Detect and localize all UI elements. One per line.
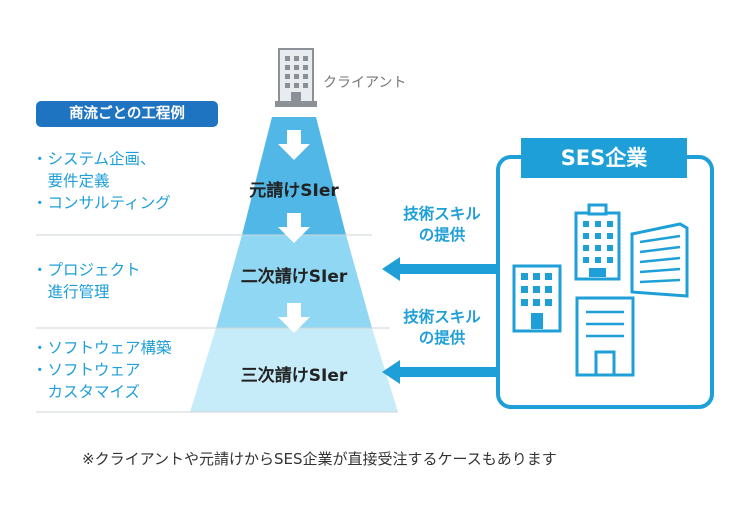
tier-label-1: 元請けSIer bbox=[249, 181, 339, 201]
tier3-band bbox=[190, 328, 398, 412]
buildings-icon bbox=[512, 203, 689, 377]
skill-line: 技術スキル bbox=[403, 205, 481, 223]
process-line: ・システム企画、 bbox=[32, 150, 156, 168]
skill-line: 技術スキル bbox=[403, 308, 481, 326]
process-line: 進行管理 bbox=[32, 283, 110, 301]
tier1-band bbox=[242, 117, 346, 235]
skill-line: の提供 bbox=[418, 329, 466, 347]
tier-label-3: 三次請けSIer bbox=[240, 366, 348, 386]
client-label: クライアント bbox=[323, 75, 407, 91]
process-line: ・ソフトウェア構築 bbox=[32, 339, 172, 357]
process-group-2: ・プロジェクト 進行管理 bbox=[32, 259, 141, 303]
process-line: カスタマイズ bbox=[32, 383, 141, 401]
process-group-1: ・システム企画、 要件定義 ・コンサルティング bbox=[32, 148, 171, 214]
tier-label-2: 二次請けSIer bbox=[240, 267, 348, 287]
down-arrow-icon bbox=[278, 303, 310, 333]
process-badge: 商流ごとの工程例 bbox=[36, 101, 218, 127]
down-arrow-icon bbox=[278, 130, 310, 160]
left-arrow-icon bbox=[382, 257, 498, 281]
tier2-band bbox=[216, 235, 372, 328]
process-line: 要件定義 bbox=[32, 172, 110, 190]
process-line: ・コンサルティング bbox=[32, 194, 171, 212]
skill-line: の提供 bbox=[418, 226, 466, 244]
footnote: ※クライアントや元請けからSES企業が直接受注するケースもあります bbox=[82, 450, 557, 468]
process-line: ・ソフトウェア bbox=[32, 361, 141, 379]
left-arrow-icon bbox=[382, 360, 498, 384]
process-line: ・プロジェクト bbox=[32, 261, 141, 279]
ses-title: SES企業 bbox=[521, 138, 687, 178]
process-group-3: ・ソフトウェア構築 ・ソフトウェア カスタマイズ bbox=[32, 337, 172, 403]
down-arrow-icon bbox=[278, 213, 310, 243]
skill-label-1: 技術スキル の提供 bbox=[386, 204, 498, 246]
skill-label-2: 技術スキル の提供 bbox=[386, 307, 498, 349]
office-building-icon bbox=[275, 48, 317, 107]
